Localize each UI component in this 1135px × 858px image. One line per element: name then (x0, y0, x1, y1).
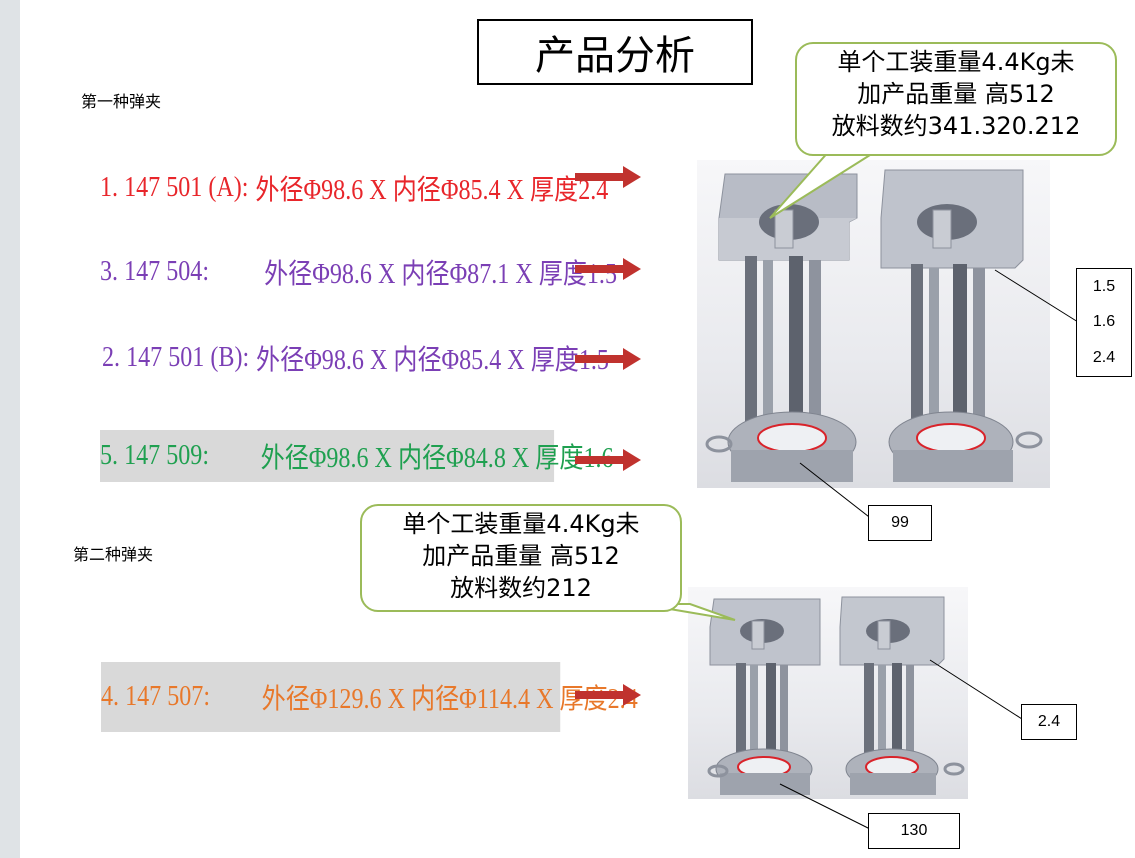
right-arrow-icon (575, 166, 641, 188)
callout-line: 放料数约212 (450, 574, 592, 602)
callout-line: 加产品重量 高512 (422, 542, 620, 570)
callout-line: 单个工装重量4.4Kg未 (837, 48, 1075, 76)
callout-weight-two: 单个工装重量4.4Kg未 加产品重量 高512 放料数约212 (360, 504, 682, 612)
spec-dimensions: 外径Φ129.6 X 内径Φ114.4 X 厚度2.4 (261, 684, 638, 715)
thickness-label: 2.4 (1021, 704, 1077, 740)
spec-number: 3. 147 504: (100, 256, 210, 287)
section-one-label: 第一种弹夹 (81, 92, 162, 111)
fixture-illustration (707, 596, 965, 795)
spec-dimensions: 外径Φ98.6 X 内径Φ84.8 X 厚度1.6 (260, 443, 614, 474)
right-arrow-icon (575, 348, 641, 370)
fixture-render-one (697, 160, 1050, 488)
spec-dimensions: 外径Φ98.6 X 内径Φ87.1 X 厚度1.5 (264, 259, 618, 290)
spec-row-1: 1. 147 501 (A): 外径Φ98.6 X 内径Φ85.4 X 厚度2.… (100, 162, 608, 214)
callout-line: 加产品重量 高512 (857, 80, 1055, 108)
spec-dimensions: 外径Φ98.6 X 内径Φ85.4 X 厚度1.5 (256, 345, 609, 376)
spec-number: 1. 147 501 (A): (100, 172, 249, 203)
spec-row-3: 2. 147 501 (B): 外径Φ98.6 X 内径Φ85.4 X 厚度1.… (102, 332, 609, 384)
callout-weight-one: 单个工装重量4.4Kg未 加产品重量 高512 放料数约341.320.212 (795, 42, 1117, 156)
thickness-label: 1.6 (1076, 304, 1132, 341)
right-arrow-icon (575, 258, 641, 280)
fixture-illustration (705, 169, 1043, 482)
spec-row-5: 4. 147 507: 外径Φ129.6 X 内径Φ114.4 X 厚度2.4 (101, 662, 638, 732)
spec-row-4: 5. 147 509: 外径Φ98.6 X 内径Φ84.8 X 厚度1.6 (100, 430, 614, 482)
fixture-render-two (688, 587, 968, 799)
spec-number: 5. 147 509: (100, 440, 210, 471)
diameter-label: 130 (868, 813, 960, 849)
spec-number: 4. 147 507: (101, 681, 211, 712)
right-arrow-icon (575, 449, 641, 471)
left-gutter (0, 0, 20, 858)
section-two-label: 第二种弹夹 (73, 545, 154, 564)
slide-title: 产品分析 (477, 19, 753, 85)
thickness-label: 2.4 (1076, 340, 1132, 377)
spec-dimensions: 外径Φ98.6 X 内径Φ85.4 X 厚度2.4 (255, 175, 609, 206)
diameter-label: 99 (868, 505, 932, 541)
thickness-label: 1.5 (1076, 268, 1132, 306)
callout-line: 单个工装重量4.4Kg未 (402, 510, 640, 538)
spec-row-2: 3. 147 504: 外径Φ98.6 X 内径Φ87.1 X 厚度1.5 (100, 246, 617, 298)
spec-number: 2. 147 501 (B): (102, 342, 250, 373)
right-arrow-icon (575, 684, 641, 706)
slide-title-text: 产品分析 (535, 33, 695, 79)
callout-line: 放料数约341.320.212 (831, 112, 1081, 140)
